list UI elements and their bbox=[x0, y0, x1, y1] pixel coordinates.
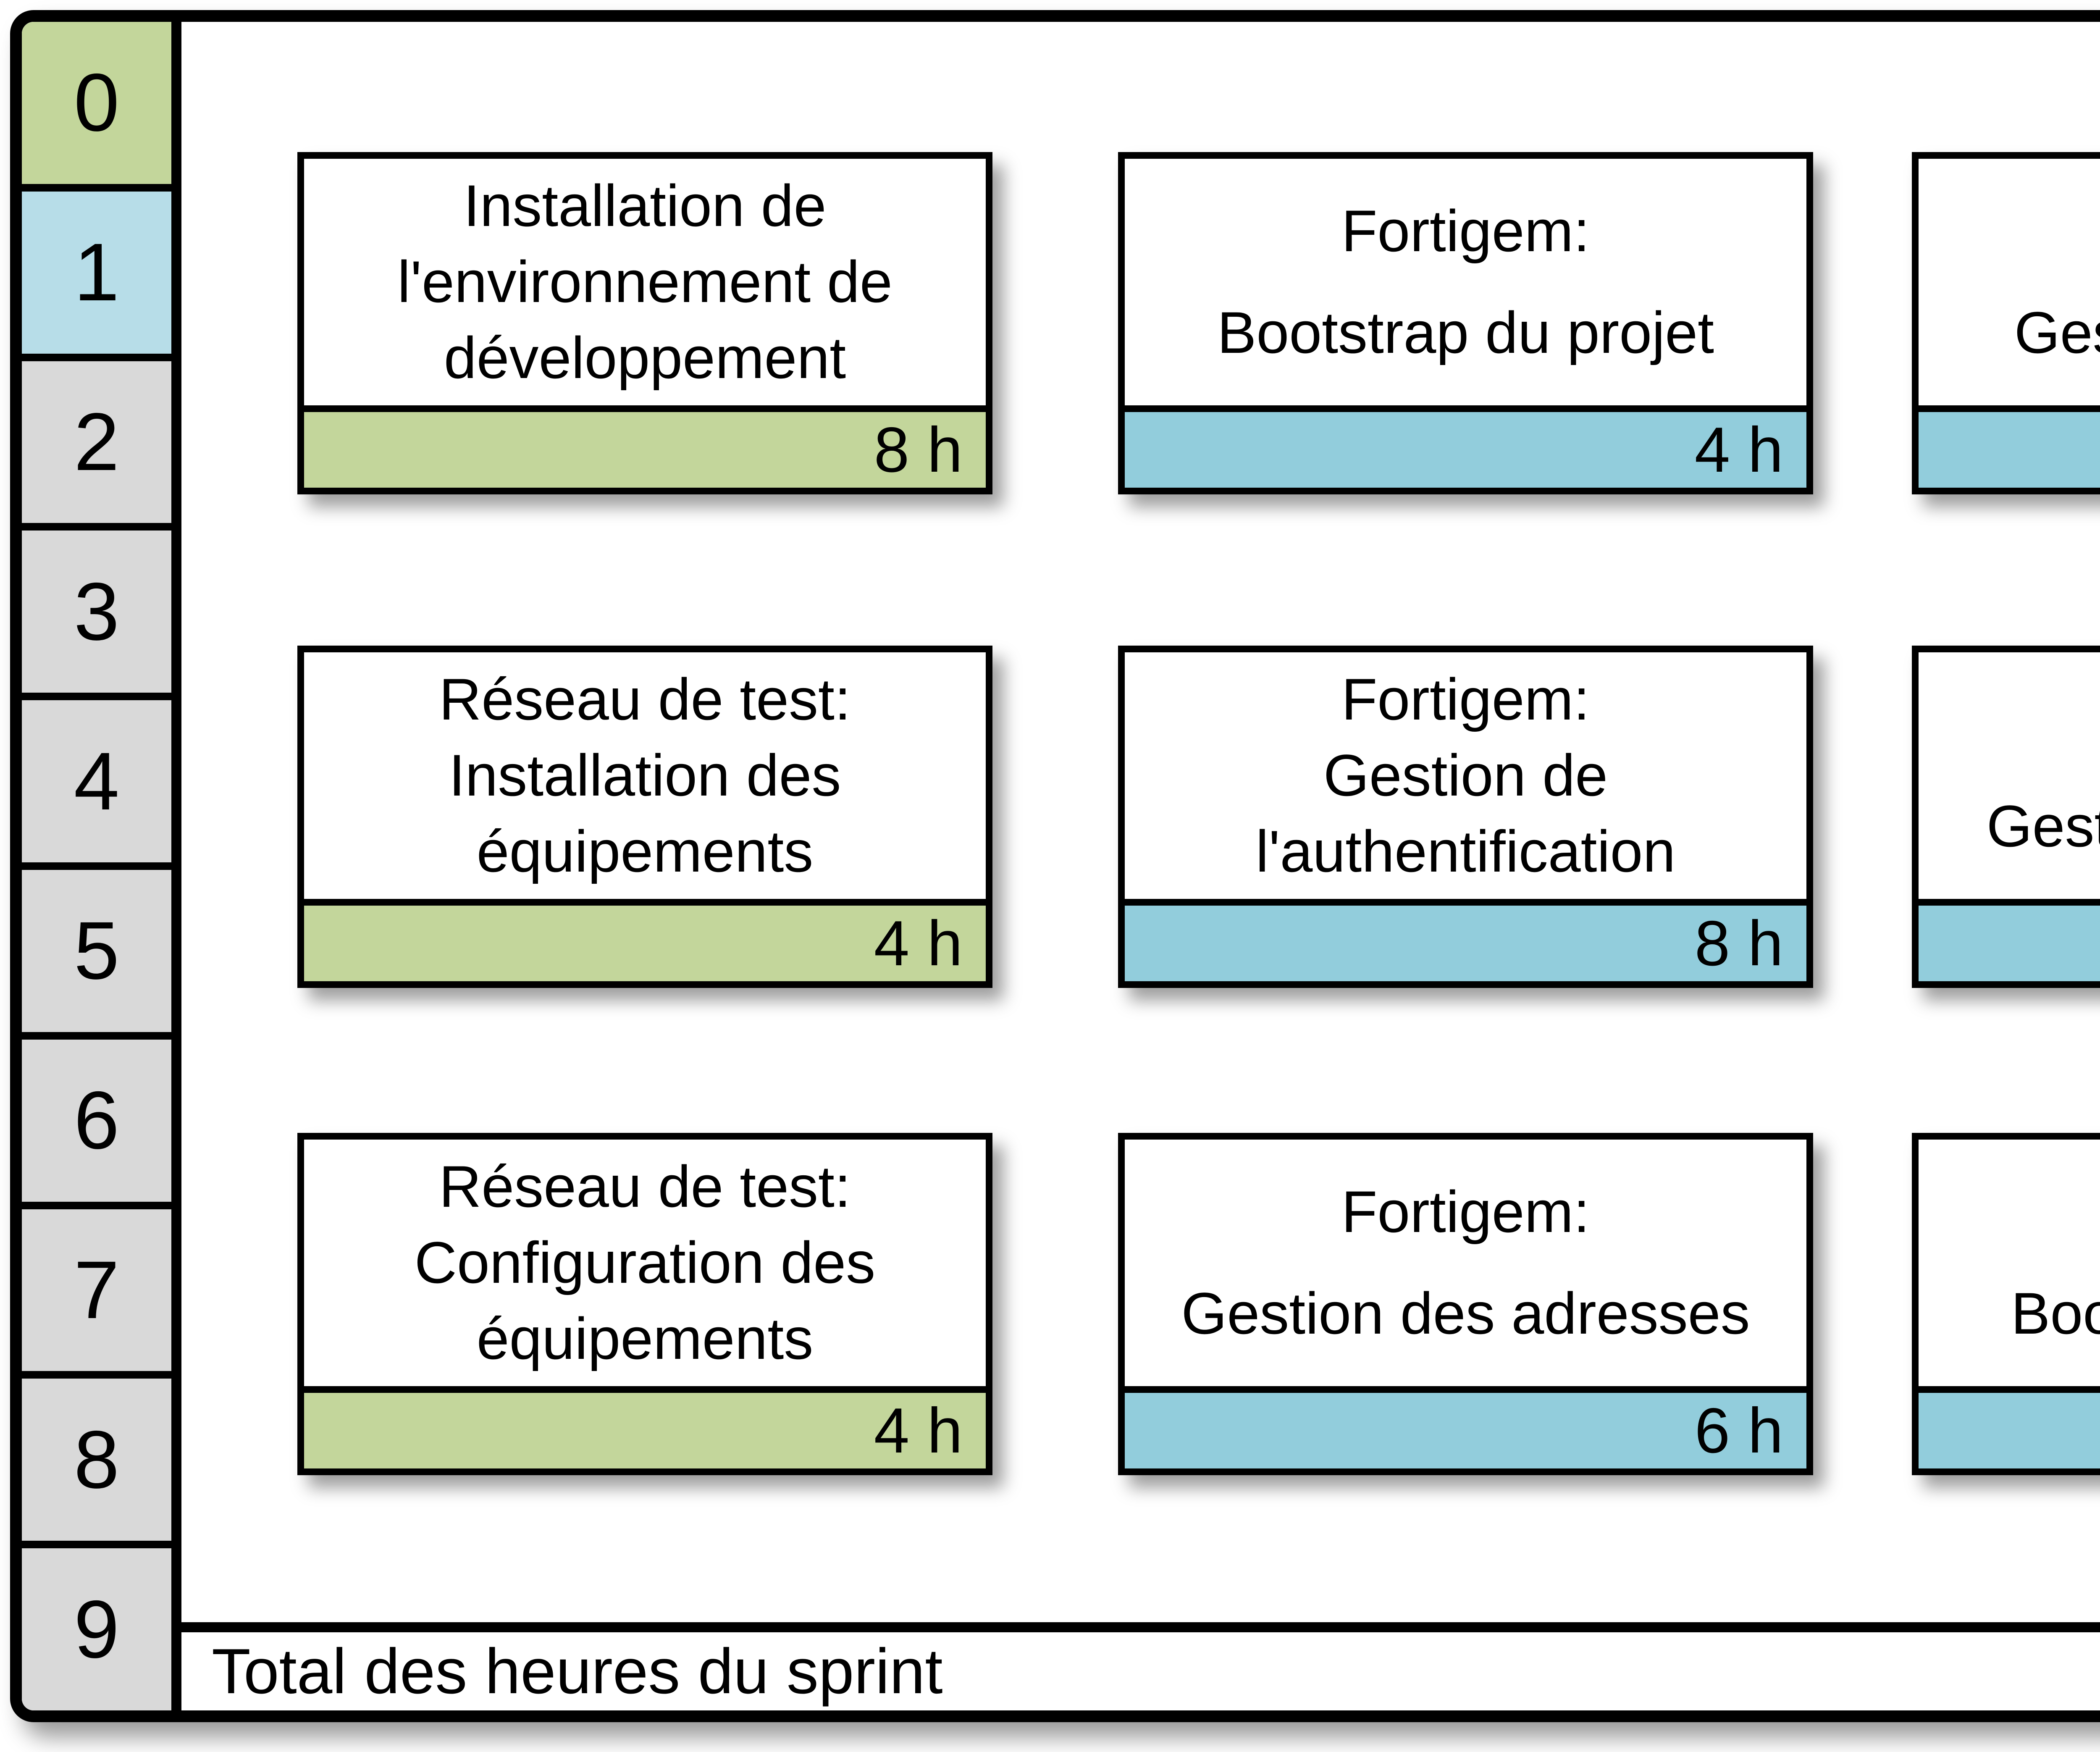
task-card-title: Fortigem: Gestion des adresses bbox=[1125, 1140, 1806, 1386]
task-card: Réseau de test: Installation des équipemen… bbox=[297, 646, 992, 988]
task-card-hours-strip: 2 h bbox=[1919, 899, 2100, 981]
task-card-title-line: Gestion des services bbox=[1986, 793, 2100, 859]
sidebar-cell-9: 9 bbox=[22, 1548, 171, 1710]
task-card: Installation de l'environnement de dévelop… bbox=[297, 152, 992, 494]
task-card-hours-strip: 4 h bbox=[304, 899, 986, 981]
sprint-board-frame: 0 1 2 3 4 5 6 7 8 9 Total des heures du sprint 46… bbox=[10, 10, 2100, 1722]
task-card-title: Fortigem: Bootstrap du projet bbox=[1125, 159, 1806, 405]
task-card-title-line: Installation de bbox=[463, 173, 827, 239]
sidebar-cell-label: 1 bbox=[74, 226, 120, 318]
sidebar-cell-6: 6 bbox=[22, 1039, 171, 1209]
task-card: Backend:Bootstrap du projet8 h bbox=[1912, 1133, 2100, 1475]
sidebar-cell-8: 8 bbox=[22, 1379, 171, 1549]
task-card-hours-strip: 8 h bbox=[304, 405, 986, 488]
task-card-title-line: Gestion des adresses bbox=[1181, 1280, 1750, 1346]
task-card-hours-strip: 6 h bbox=[1125, 1386, 1806, 1468]
sidebar-cell-label: 0 bbox=[74, 57, 120, 149]
task-card-hours-label: 4 h bbox=[874, 907, 963, 979]
task-card-title-line: Configuration des bbox=[414, 1229, 876, 1296]
task-card-hours-strip: 4 h bbox=[304, 1386, 986, 1468]
task-card-hours-strip: 8 h bbox=[1919, 1386, 2100, 1468]
board-area: Total des heures du sprint 46 Installati… bbox=[181, 22, 2100, 1710]
sidebar-cell-label: 7 bbox=[74, 1244, 120, 1336]
sidebar-cell-label: 8 bbox=[74, 1413, 120, 1505]
task-card-title-line: Fortigem: bbox=[1341, 198, 1590, 264]
sidebar-cell-2: 2 bbox=[22, 361, 171, 531]
task-card-title: Fortigem:Gestion des services bbox=[1919, 652, 2100, 899]
task-card-title-line: Installation des bbox=[449, 742, 841, 809]
task-card: Fortigem: Bootstrap du projet 4 h bbox=[1118, 152, 1813, 494]
task-card-title-line: l'authentification bbox=[1255, 818, 1676, 885]
task-card-title-line: Réseau de test: bbox=[439, 666, 851, 733]
sidebar-cell-label: 3 bbox=[74, 565, 120, 657]
task-card-title: Fortigem:Gestion des règles bbox=[1919, 159, 2100, 405]
task-card-title: Réseau de test: Configuration des équipeme… bbox=[304, 1140, 986, 1386]
sidebar-cell-label: 9 bbox=[74, 1583, 120, 1675]
sidebar-cell-label: 2 bbox=[74, 396, 120, 488]
task-card-title-line: Réseau de test: bbox=[439, 1153, 851, 1220]
task-card-title-line: l'environnement de bbox=[397, 249, 892, 315]
task-card-title-line: Bootstrap du projet bbox=[2011, 1280, 2100, 1346]
day-index-column: 0 1 2 3 4 5 6 7 8 9 bbox=[22, 22, 181, 1710]
task-card: Fortigem:Gestion des services2 h bbox=[1912, 646, 2100, 988]
sidebar-cell-7: 7 bbox=[22, 1209, 171, 1379]
task-card-title-line: Bootstrap du projet bbox=[1217, 299, 1714, 365]
task-card-hours-strip: 2 h bbox=[1919, 405, 2100, 488]
task-card-hours-label: 4 h bbox=[874, 1395, 963, 1466]
task-card-hours-label: 4 h bbox=[1694, 414, 1783, 486]
sidebar-cell-1: 1 bbox=[22, 191, 171, 361]
sidebar-cell-3: 3 bbox=[22, 531, 171, 701]
task-card: Fortigem:Gestion des règles2 h bbox=[1912, 152, 2100, 494]
sidebar-cell-4: 4 bbox=[22, 700, 171, 870]
sidebar-cell-label: 4 bbox=[74, 735, 120, 827]
task-card: Fortigem: Gestion des adresses 6 h bbox=[1118, 1133, 1813, 1475]
sidebar-cell-label: 6 bbox=[74, 1074, 120, 1166]
task-card: Réseau de test: Configuration des équipeme… bbox=[297, 1133, 992, 1475]
task-card-title: Réseau de test: Installation des équipemen… bbox=[304, 652, 986, 899]
task-card-hours-strip: 4 h bbox=[1125, 405, 1806, 488]
task-card-title: Backend:Bootstrap du projet bbox=[1919, 1140, 2100, 1386]
total-bar: Total des heures du sprint 46 bbox=[181, 1622, 2100, 1710]
sidebar-cell-label: 5 bbox=[74, 905, 120, 997]
total-label: Total des heures du sprint bbox=[212, 1635, 943, 1707]
task-card-hours-label: 8 h bbox=[1694, 907, 1783, 979]
task-card: Fortigem: Gestion de l'authentification 8 h bbox=[1118, 646, 1813, 988]
task-card-title-line: Fortigem: bbox=[1341, 1179, 1590, 1245]
task-card-title: Fortigem: Gestion de l'authentification bbox=[1125, 652, 1806, 899]
task-card-title-line: développement bbox=[444, 325, 846, 391]
task-card-title-line: équipements bbox=[476, 818, 814, 885]
sidebar-cell-0: 0 bbox=[22, 22, 171, 192]
task-card-title-line: Gestion de bbox=[1323, 742, 1608, 809]
task-card-title: Installation de l'environnement de dévelop… bbox=[304, 159, 986, 405]
task-card-title-line: Gestion des règles bbox=[2014, 299, 2100, 365]
task-card-title-line: équipements bbox=[476, 1305, 814, 1372]
task-card-hours-strip: 8 h bbox=[1125, 899, 1806, 981]
task-card-hours-label: 8 h bbox=[874, 414, 963, 486]
sidebar-cell-5: 5 bbox=[22, 869, 171, 1040]
task-card-title-line: Fortigem: bbox=[1341, 666, 1590, 733]
task-card-hours-label: 6 h bbox=[1694, 1395, 1783, 1466]
